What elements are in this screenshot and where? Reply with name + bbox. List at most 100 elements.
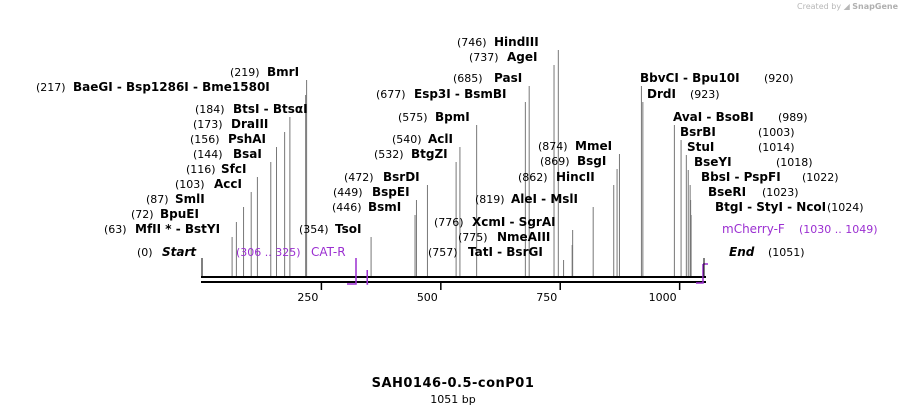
site-enzyme-label[interactable]: AleI - MslI — [511, 192, 578, 206]
site-position: (862) — [518, 171, 548, 184]
site-enzyme-label[interactable]: SfcI — [221, 162, 246, 176]
site-enzyme-label[interactable]: BpuEI — [160, 207, 199, 221]
site-position: (869) — [540, 155, 570, 168]
site-enzyme-label[interactable]: PshAI — [228, 132, 266, 146]
site-enzyme-label[interactable]: TatI - BsrGI — [468, 245, 543, 259]
site-enzyme-label[interactable]: Esp3I - BsmBI — [414, 87, 506, 101]
site-enzyme-label[interactable]: PasI — [494, 71, 522, 85]
site-position: (920) — [764, 72, 794, 85]
site-enzyme-label[interactable]: AvaI - BsoBI — [673, 110, 754, 124]
site-position: (103) — [175, 178, 205, 191]
site-position: (989) — [778, 111, 808, 124]
site-enzyme-label[interactable]: HincII — [556, 170, 595, 184]
site-enzyme-label[interactable]: NmeAIII — [497, 230, 550, 244]
cat-r-range: (306 .. 325) — [236, 246, 301, 259]
site-position: (757) — [428, 246, 458, 259]
ruler-tick-label: 250 — [297, 291, 318, 304]
site-enzyme-label[interactable]: BseRI — [708, 185, 746, 199]
site-enzyme-label[interactable]: BsrDI — [383, 170, 420, 184]
site-enzyme-label[interactable]: BsrBI — [680, 125, 716, 139]
sequence-length: 1051 bp — [430, 393, 476, 406]
site-position: (217) — [36, 81, 66, 94]
site-enzyme-label[interactable]: BsaI — [233, 147, 262, 161]
mcherry-f-range: (1030 .. 1049) — [799, 223, 878, 236]
site-enzyme-label[interactable]: BtgI - StyI - NcoI — [715, 200, 826, 214]
site-position: (874) — [538, 140, 568, 153]
credit-brand: SnapGene — [852, 2, 898, 11]
site-enzyme-label[interactable]: BtgZI — [411, 147, 448, 161]
site-position: (446) — [332, 201, 362, 214]
site-position: (737) — [469, 51, 499, 64]
site-enzyme-label[interactable]: BtsI - BtsαI — [233, 102, 308, 116]
site-position: (923) — [690, 88, 720, 101]
start-label: Start — [162, 245, 197, 259]
site-enzyme-label[interactable]: BsmI — [368, 200, 401, 214]
site-enzyme-label[interactable]: MmeI — [575, 139, 612, 153]
snapgene-credit: Created by ◢ SnapGene — [797, 2, 898, 11]
site-enzyme-label[interactable]: BbvCI - Bpu10I — [640, 71, 740, 85]
site-enzyme-label[interactable]: DraIII — [231, 117, 268, 131]
site-position: (184) — [195, 103, 225, 116]
site-position: (1018) — [776, 156, 813, 169]
cat-r-primer-arrow[interactable] — [366, 270, 369, 285]
site-labels: (63) MfII * - BstYI(72) BpuEI(87) SmlI(103)… — [36, 35, 864, 259]
site-enzyme-label[interactable]: BsgI — [577, 154, 606, 168]
site-enzyme-label[interactable]: TsoI — [335, 222, 361, 236]
ruler-tick-label: 750 — [536, 291, 557, 304]
snapgene-logo-icon: ◢ — [843, 2, 850, 11]
site-position: (63) — [104, 223, 127, 236]
site-position: (72) — [131, 208, 154, 221]
site-enzyme-label[interactable]: SmlI — [175, 192, 205, 206]
site-position: (575) — [398, 111, 428, 124]
ruler-tick-label: 1000 — [649, 291, 677, 304]
ruler-tick-label: 500 — [417, 291, 438, 304]
site-enzyme-label[interactable]: HindIII — [494, 35, 539, 49]
site-enzyme-label[interactable]: BbsI - PspFI — [701, 170, 781, 184]
site-enzyme-label[interactable]: BpmI — [435, 110, 470, 124]
site-position: (1022) — [802, 171, 839, 184]
site-position: (746) — [457, 36, 487, 49]
site-position: (354) — [299, 223, 329, 236]
site-position: (1023) — [762, 186, 799, 199]
site-enzyme-label[interactable]: DrdI — [647, 87, 676, 101]
site-enzyme-label[interactable]: BspEI — [372, 185, 410, 199]
site-position: (532) — [374, 148, 404, 161]
cat-r-label[interactable]: CAT-R — [311, 245, 346, 259]
site-position: (540) — [392, 133, 422, 146]
start-position: (0) — [137, 246, 153, 259]
site-enzyme-label[interactable]: BseYI — [694, 155, 732, 169]
mcherry-f-primer-arrow[interactable] — [696, 263, 708, 284]
site-position: (173) — [193, 118, 223, 131]
primers: (306 .. 325) CAT-R mCherry-F (1030 .. 1049) — [236, 222, 878, 285]
site-position: (776) — [434, 216, 464, 229]
ruler: 250 500 750 1000 — [297, 282, 681, 304]
site-position: (775) — [458, 231, 488, 244]
site-position: (1024) — [827, 201, 864, 214]
site-position: (116) — [186, 163, 216, 176]
sequence-backbone — [201, 276, 706, 283]
site-enzyme-label[interactable]: XcmI - SgrAI — [472, 215, 556, 229]
site-position: (685) — [453, 72, 483, 85]
cat-r-primer-bar[interactable] — [347, 258, 357, 285]
site-enzyme-label[interactable]: BmrI — [267, 65, 299, 79]
site-position: (472) — [344, 171, 374, 184]
site-enzyme-label[interactable]: AgeI — [507, 50, 537, 64]
site-enzyme-label[interactable]: BaeGI - Bsp1286I - Bme1580I — [73, 80, 270, 94]
credit-prefix: Created by — [797, 2, 842, 11]
site-position: (144) — [193, 148, 223, 161]
sequence-map: 250 500 750 1000 (306 .. 325) CAT-R mCherry-F… — [36, 35, 878, 304]
site-enzyme-label[interactable]: AccI — [214, 177, 242, 191]
site-enzyme-label[interactable]: AclI — [428, 132, 453, 146]
site-position: (156) — [190, 133, 220, 146]
site-position: (677) — [376, 88, 406, 101]
site-position: (1014) — [758, 141, 795, 154]
sequence-title: SAH0146-0.5-conP01 — [371, 376, 535, 391]
mcherry-f-label[interactable]: mCherry-F — [722, 222, 785, 236]
end-label: End — [729, 245, 755, 259]
site-position: (1003) — [758, 126, 795, 139]
site-position: (219) — [230, 66, 260, 79]
site-enzyme-label[interactable]: MfII * - BstYI — [135, 222, 220, 236]
site-position: (449) — [333, 186, 363, 199]
site-position: (87) — [146, 193, 169, 206]
site-enzyme-label[interactable]: StuI — [687, 140, 714, 154]
